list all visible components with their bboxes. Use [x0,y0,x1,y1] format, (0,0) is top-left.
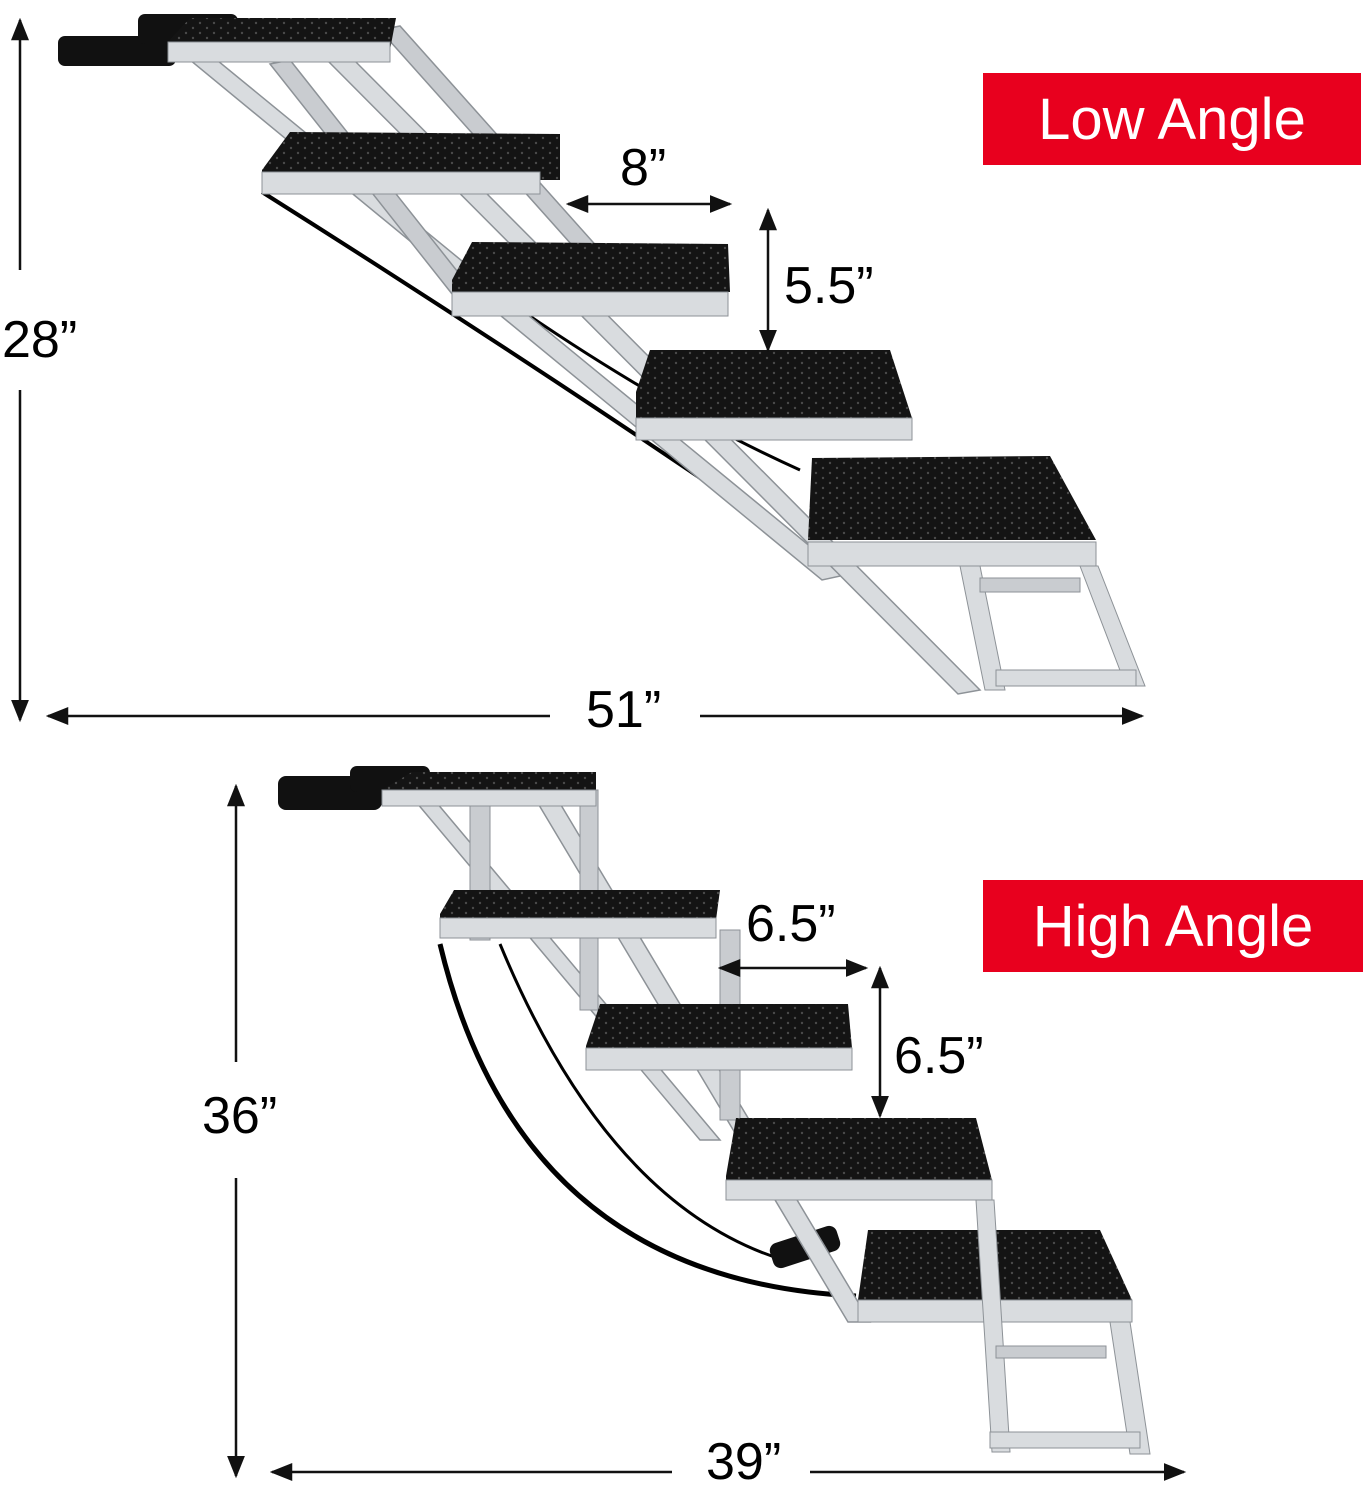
low-step-rise-label: 5.5” [784,257,874,315]
low-angle-badge-label: Low Angle [1038,86,1306,152]
low-height-label: 28” [2,311,78,369]
high-step-depth-label: 6.5” [746,895,836,953]
low-length-label: 51” [586,681,662,739]
low-step-depth-label: 8” [620,139,667,197]
high-angle-badge: High Angle [983,880,1363,972]
low-angle-badge: Low Angle [983,73,1361,165]
high-step-4 [725,1118,993,1201]
high-angle-badge-label: High Angle [1032,893,1314,959]
low-step-5 [807,456,1097,567]
high-step-2 [439,890,720,939]
high-height-label: 36” [202,1087,278,1145]
low-step-2 [261,132,560,195]
high-step-1 [381,772,597,807]
low-step-1 [167,18,396,63]
high-step-3 [585,1004,853,1071]
high-step-rise-label: 6.5” [894,1027,984,1085]
low-step-4 [635,350,913,441]
low-foot-frame [959,565,1146,691]
low-step-3 [451,242,730,317]
high-strap [437,943,857,1299]
low-angle-stairs [58,14,1146,695]
high-foot-frame [975,1199,1151,1455]
high-angle-stairs [278,766,1151,1455]
high-length-label: 39” [706,1433,782,1491]
